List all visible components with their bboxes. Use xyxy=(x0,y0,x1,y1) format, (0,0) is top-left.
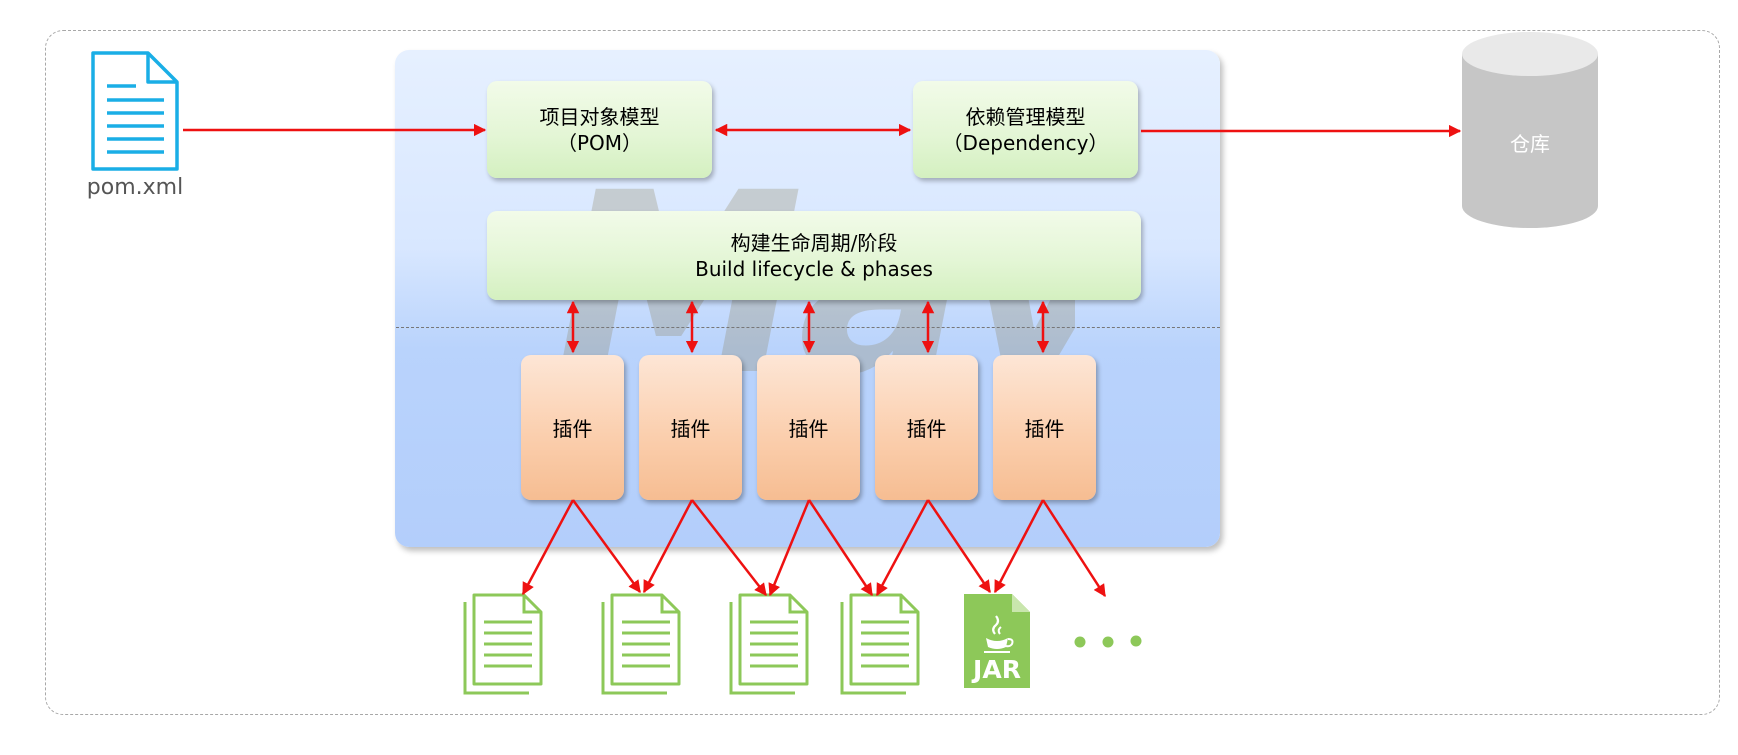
repository-label: 仓库 xyxy=(1510,132,1550,156)
arrow-plugin-output xyxy=(807,499,874,597)
pom-box-title: 项目对象模型 xyxy=(539,104,660,129)
pom-box-subtitle: （POM） xyxy=(556,130,643,155)
database-cylinder-icon xyxy=(1462,32,1598,228)
jar-label: JAR xyxy=(973,655,1021,684)
arrow-plugin-output xyxy=(926,499,992,594)
plugin-box: 插件 xyxy=(757,355,860,500)
lifecycle-title: 构建生命周期/阶段 xyxy=(730,230,898,255)
arrow-plugin-output xyxy=(875,499,930,597)
plugin-box: 插件 xyxy=(993,355,1096,500)
dependency-model-box: 依赖管理模型 （Dependency） xyxy=(913,81,1138,178)
arrow-plugin-output xyxy=(521,499,575,596)
document-stack-icon xyxy=(840,593,920,695)
arrow-plugin-output xyxy=(642,499,694,594)
arrow-plugin-output xyxy=(571,499,642,594)
document-stack-icon xyxy=(463,593,543,695)
plugin-box: 插件 xyxy=(639,355,742,500)
arrow-plugin-output xyxy=(768,499,811,597)
document-icon xyxy=(91,51,179,171)
lifecycle-subtitle: Build lifecycle & phases xyxy=(695,256,933,281)
arrow-plugin-output xyxy=(691,499,767,596)
ellipsis-icon xyxy=(1074,635,1142,648)
dependency-box-subtitle: （Dependency） xyxy=(942,130,1109,155)
project-object-model-box: 项目对象模型 （POM） xyxy=(487,81,712,178)
document-stack-icon xyxy=(729,593,809,695)
plugin-box: 插件 xyxy=(875,355,978,500)
jar-file-icon xyxy=(964,594,1030,688)
arrow-plugin-output xyxy=(1041,499,1107,598)
outer-dashed-frame xyxy=(45,30,1720,715)
dependency-box-title: 依赖管理模型 xyxy=(965,104,1086,129)
document-stack-icon xyxy=(601,593,681,695)
plugin-box: 插件 xyxy=(521,355,624,500)
arrow-plugin-output xyxy=(993,499,1045,594)
pom-file-label: pom.xml xyxy=(86,175,184,200)
build-lifecycle-box: 构建生命周期/阶段 Build lifecycle & phases xyxy=(487,211,1141,300)
